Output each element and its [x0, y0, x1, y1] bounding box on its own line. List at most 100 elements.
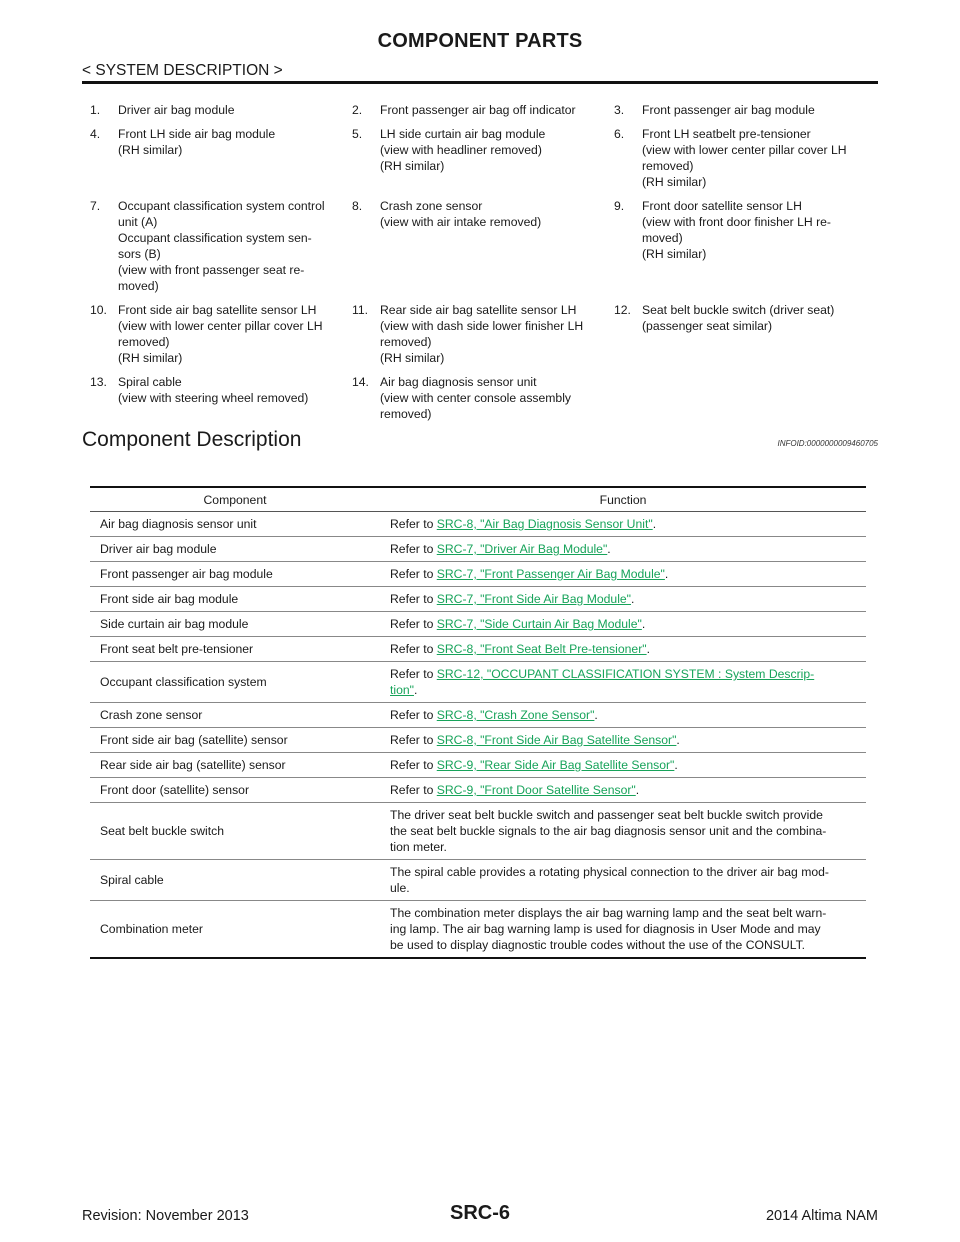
reference-link[interactable]: tion" — [390, 683, 414, 697]
refer-suffix: . — [641, 617, 646, 631]
legend-item: 2. Front passenger air bag off indicator — [352, 102, 614, 118]
reference-link[interactable]: SRC-9, "Front Door Satellite Sensor" — [436, 783, 636, 797]
legend-line: Seat belt buckle switch (driver seat) — [642, 303, 835, 317]
reference-link[interactable]: SRC-8, "Crash Zone Sensor" — [436, 708, 595, 722]
legend-item: 12. Seat belt buckle switch (driver seat)… — [614, 302, 880, 334]
legend-item: 3.Front passenger air bag module — [614, 102, 880, 118]
component-function: Refer to SRC-8, "Crash Zone Sensor". — [380, 702, 866, 728]
refer-prefix: Refer to — [390, 617, 437, 631]
component-function: Refer to SRC-9, "Front Door Satellite Se… — [380, 777, 866, 803]
legend-number: 2. — [352, 103, 363, 117]
refer-prefix: Refer to — [390, 517, 437, 531]
function-line: The driver seat belt buckle switch and p… — [390, 808, 823, 822]
component-name: Rear side air bag (satellite) sensor — [90, 752, 380, 778]
legend-text: Front door satellite sensor LH (view with… — [642, 198, 880, 262]
legend-text: LH side curtain air bag module(view with… — [380, 126, 614, 174]
component-name: Driver air bag module — [90, 536, 380, 562]
legend-line: unit (A) — [118, 215, 158, 229]
refer-prefix: Refer to — [390, 783, 437, 797]
legend-line: (RH similar) — [380, 351, 445, 365]
legend-line: Front LH side air bag module — [118, 127, 276, 141]
footer-model: 2014 Altima NAM — [765, 1208, 878, 1224]
legend-line: (view with steering wheel removed) — [118, 391, 309, 405]
refer-prefix: Refer to — [390, 542, 437, 556]
legend-line: Air bag diagnosis sensor unit — [380, 375, 537, 389]
legend-line: Front door satellite sensor LH — [642, 199, 802, 213]
refer-suffix: . — [607, 542, 611, 556]
component-name: Spiral cable — [90, 859, 380, 901]
legend-item: 5.LH side curtain air bag module(view wi… — [352, 126, 614, 174]
parts-legend: 1. Driver air bag module 2. Front passenger… — [90, 102, 880, 422]
legend-line: (RH similar) — [118, 143, 183, 157]
section-label: < SYSTEM DESCRIPTION > — [82, 62, 283, 79]
component-name: Front side air bag (satellite) sensor — [90, 727, 380, 753]
reference-link[interactable]: SRC-7, "Side Curtain Air Bag Module" — [436, 617, 642, 631]
refer-prefix: Refer to — [390, 592, 437, 606]
legend-line: (passenger seat similar) — [642, 319, 773, 333]
legend-text: Driver air bag module — [118, 102, 352, 118]
legend-line: (RH similar) — [118, 351, 183, 365]
component-function: Refer to SRC-12, "OCCUPANT CLASSIFICATIO… — [380, 661, 866, 703]
reference-link[interactable]: SRC-7, "Driver Air Bag Module" — [436, 542, 608, 556]
legend-line: (view with front door finisher LH re- — [642, 215, 831, 229]
legend-text: Crash zone sensor(view with air intake r… — [380, 198, 614, 230]
legend-line: (view with lower center pillar cover LH — [118, 319, 323, 333]
component-function: Refer to SRC-7, "Front Passenger Air Bag… — [380, 561, 866, 587]
reference-link[interactable]: SRC-7, "Front Passenger Air Bag Module" — [436, 567, 665, 581]
legend-line: Driver air bag module — [118, 103, 235, 117]
legend-text: Air bag diagnosis sensor unit(view with … — [380, 374, 614, 422]
legend-number: 12. — [614, 303, 631, 317]
legend-text: Front LH side air bag module (RH similar) — [118, 126, 352, 158]
component-table: Component Function Air bag diagnosis sen… — [90, 486, 866, 959]
refer-suffix: . — [674, 758, 678, 772]
refer-suffix: . — [413, 683, 418, 697]
component-name: Crash zone sensor — [90, 702, 380, 728]
component-name: Front passenger air bag module — [90, 561, 380, 587]
legend-line: Front passenger air bag off indicator — [380, 103, 576, 117]
legend-row: 13.Spiral cable(view with steering wheel… — [90, 374, 880, 422]
legend-row: 10.Front side air bag satellite sensor L… — [90, 302, 880, 366]
table-header-row: Component Function — [90, 486, 866, 512]
component-function: Refer to SRC-8, "Front Side Air Bag Sate… — [380, 727, 866, 753]
legend-item: 9.Front door satellite sensor LH(view wi… — [614, 198, 880, 262]
reference-link[interactable]: SRC-7, "Front Side Air Bag Module" — [436, 592, 632, 606]
legend-item: 8. Crash zone sensor(view with air intake… — [352, 198, 614, 230]
legend-number: 1. — [90, 103, 101, 117]
legend-line: Front LH seatbelt pre-tensioner — [642, 127, 811, 141]
legend-number: 8. — [352, 199, 363, 213]
reference-link[interactable]: SRC-8, "Front Seat Belt Pre-tensioner" — [436, 642, 647, 656]
legend-line: moved) — [642, 231, 683, 245]
component-function: Refer to SRC-9, "Rear Side Air Bag Satel… — [380, 752, 866, 778]
legend-text: Seat belt buckle switch (driver seat) (pa… — [642, 302, 880, 334]
refer-suffix: . — [652, 517, 657, 531]
reference-link[interactable]: SRC-8, "Front Side Air Bag Satellite Sen… — [436, 733, 677, 747]
legend-line: Spiral cable — [118, 375, 182, 389]
refer-prefix: Refer to — [390, 667, 437, 681]
reference-link[interactable]: SRC-8, "Air Bag Diagnosis Sensor Unit" — [436, 517, 653, 531]
legend-text: Front passenger air bag module — [642, 102, 880, 118]
reference-link[interactable]: SRC-12, "OCCUPANT CLASSIFICATION SYSTEM … — [436, 667, 815, 681]
legend-item: 6.Front LH seatbelt pre-tensioner(view w… — [614, 126, 880, 190]
function-line: The spiral cable provides a rotating phy… — [390, 865, 829, 879]
legend-text: Rear side air bag satellite sensor LH(vi… — [380, 302, 614, 366]
legend-item: 1. Driver air bag module — [90, 102, 352, 118]
function-line: tion meter. — [390, 840, 447, 854]
component-function: The spiral cable provides a rotating phy… — [380, 859, 866, 901]
reference-link[interactable]: SRC-9, "Rear Side Air Bag Satellite Sens… — [436, 758, 675, 772]
component-description-heading: Component Description — [82, 428, 302, 451]
component-function: The driver seat belt buckle switch and p… — [380, 802, 866, 860]
legend-line: (view with lower center pillar cover LH — [642, 143, 847, 157]
legend-line: Front passenger air bag module — [642, 103, 815, 117]
component-name: Front seat belt pre-tensioner — [90, 636, 380, 662]
component-function: Refer to SRC-7, "Side Curtain Air Bag Mo… — [380, 611, 866, 637]
legend-line: Occupant classification system control — [118, 199, 325, 213]
refer-suffix: . — [594, 708, 598, 722]
legend-number: 10. — [90, 303, 107, 317]
component-function: Refer to SRC-7, "Driver Air Bag Module". — [380, 536, 866, 562]
legend-item: 7.Occupant classification system control… — [90, 198, 352, 294]
